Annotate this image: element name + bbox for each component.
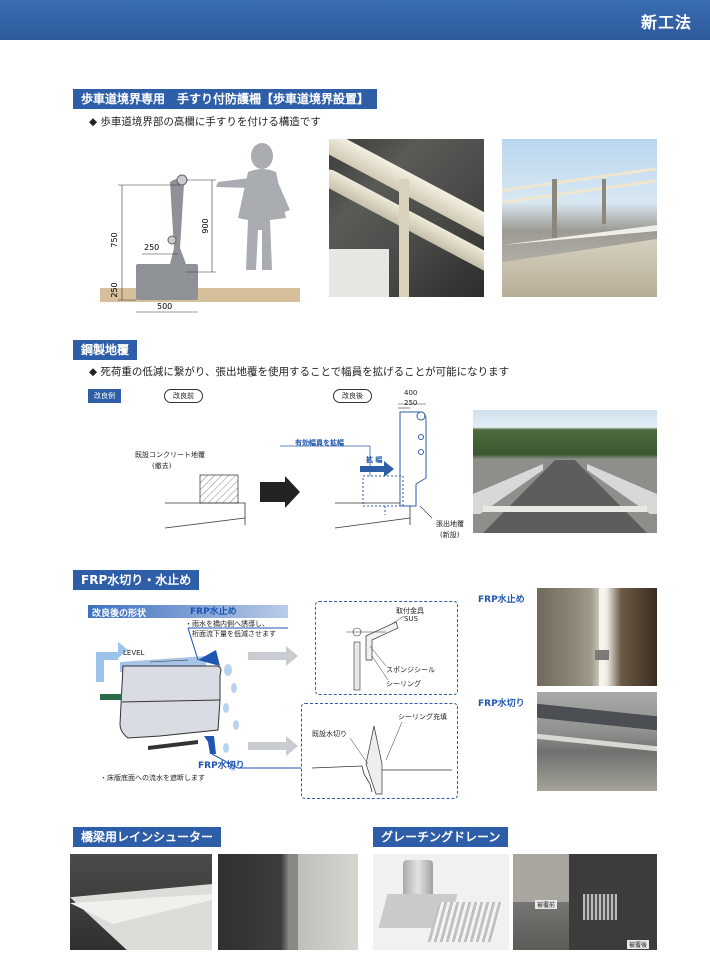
rubber-strip	[100, 694, 122, 700]
label-new-curb-install: (新設)	[440, 531, 460, 539]
section-title-frp: FRP水切り・水止め	[73, 570, 200, 590]
section-title-steel-curb: 鋼製地覆	[73, 340, 138, 360]
frp-cut-note: ・床版底面への流水を遮断します	[100, 774, 205, 782]
section-title-grating-drain: グレーチングドレーン	[373, 827, 509, 847]
steel-curb-diagram	[164, 403, 433, 529]
guardrail-diagram: 750 900 250 250 500	[100, 143, 300, 313]
label-existing-cut: 既設水切り	[312, 730, 347, 738]
level-label: LEVEL	[123, 649, 145, 657]
tag-before-cover: 被覆前	[535, 900, 558, 909]
header-bar: 新工法	[0, 0, 710, 40]
label-sealing: シーリング	[386, 680, 421, 688]
label-widen: 有効幅員を拡幅	[295, 439, 344, 447]
dim-750: 750	[110, 232, 119, 247]
photo-grating-drain-product	[373, 854, 509, 950]
expand-area	[362, 475, 404, 507]
tag-after-cover: 被覆後	[627, 940, 650, 949]
dim-250-width: 250	[144, 243, 159, 252]
after-label: 改良後	[333, 389, 372, 403]
expand-arrow-icon	[360, 461, 394, 477]
photo-steel-curb-bridge	[473, 410, 657, 533]
dim-250-height: 250	[110, 282, 119, 297]
photo-handrail-bridge	[502, 139, 657, 297]
shape-title: 改良後の形状	[92, 609, 147, 619]
header-title: 新工法	[640, 13, 692, 32]
dim-500: 500	[157, 302, 172, 311]
label-sealing-fill: シーリング充填	[398, 713, 447, 721]
frp-stop-note1: ・雨水を橋内側へ誘導し、	[185, 620, 269, 628]
frp-cut-part	[204, 736, 216, 754]
arrow-right-icon	[260, 476, 300, 508]
rail-post	[170, 178, 186, 264]
photo-frp-stop	[537, 588, 657, 686]
new-steel-curb	[399, 411, 427, 507]
frp-stop-note2: 桁面流下量を低減させます	[185, 630, 276, 638]
label-old-curb: 既設コンクリート地覆	[135, 451, 205, 459]
section-bullet-guardrail: ◆ 歩車道境界部の高欄に手すりを付ける構造です	[89, 116, 321, 128]
frp-cross-section	[96, 627, 313, 771]
photo-label-frp-cut: FRP水切り	[478, 699, 525, 709]
photo-handrail-closeup	[329, 139, 484, 297]
child-silhouette	[216, 143, 290, 270]
photo-label-frp-stop: FRP水止め	[478, 595, 525, 605]
dim-900: 900	[201, 218, 210, 233]
section-title-guardrail: 歩車道境界専用 手すり付防護柵【歩車道境界設置】	[73, 89, 378, 109]
frp-stop-part	[198, 650, 220, 666]
shape-banner	[88, 605, 288, 618]
label-mount-bracket: 取付金具	[396, 607, 424, 615]
example-tag: 改良例	[88, 389, 121, 403]
detail-box-stop: 取付金具 SUS スポンジシール シーリング	[315, 601, 458, 695]
detail-box-cut: シーリング充填 既設水切り	[301, 703, 458, 799]
flow-arrow-icon	[96, 642, 128, 682]
label-sus: SUS	[404, 615, 419, 623]
label-new-curb: 張出地覆	[436, 520, 464, 528]
dim-400: 400	[404, 389, 418, 397]
curb-base	[136, 264, 198, 300]
frp-stop-label: FRP水止め	[190, 607, 237, 617]
dim-250: 250	[404, 399, 418, 407]
section-bullet-steel-curb: ◆ 死荷重の低減に繋がり、張出地覆を使用することで幅員を拡げることが可能になりま…	[89, 366, 510, 378]
water-drops	[223, 664, 239, 771]
label-expand: 拡 幅	[366, 456, 383, 464]
before-label: 改良前	[164, 389, 203, 403]
label-sponge-seal: スポンジシール	[386, 666, 435, 674]
section-title-rain-shooter: 橋梁用レインシューター	[73, 827, 222, 847]
photo-rain-shooter-road	[70, 854, 212, 950]
photo-rain-shooter-closeup	[218, 854, 358, 950]
photo-grating-drain-installed: 被覆前 被覆後	[513, 854, 657, 950]
old-curb	[199, 474, 239, 504]
slab-body	[119, 665, 222, 739]
photo-frp-cut	[537, 692, 657, 791]
label-old-curb-remove: (撤去)	[152, 462, 172, 470]
frp-cut-label: FRP水切り	[198, 761, 245, 771]
